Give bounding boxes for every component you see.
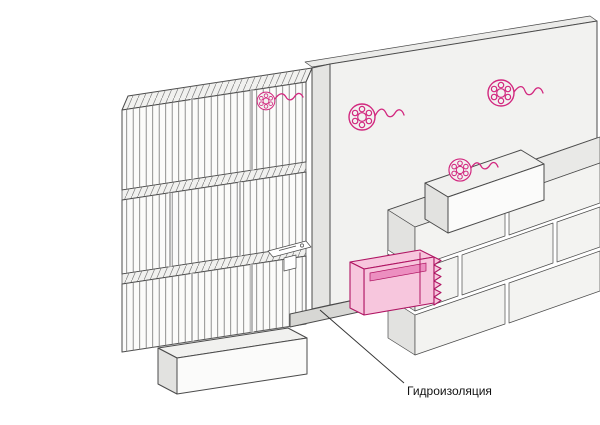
- waterproofing-label: Гидроизоляция: [407, 384, 492, 398]
- profile-slot: [369, 262, 427, 282]
- profile-left-end: [349, 261, 365, 316]
- stack-anchor: [256, 91, 304, 111]
- anchor-rosette-icon: [256, 91, 276, 111]
- anchor-rosette-icon: [448, 158, 472, 182]
- wall-block: [508, 250, 600, 324]
- bracket-screw: [300, 243, 304, 248]
- hollow-block-stack: [121, 67, 313, 353]
- anchor-rosette-icon: [487, 79, 515, 107]
- anchor-wire: [374, 108, 405, 118]
- anchor-wire: [274, 92, 304, 101]
- block-joints: [168, 90, 254, 342]
- loose-block: [424, 149, 545, 234]
- wall-block: [508, 162, 600, 236]
- loose-block-end: [424, 182, 449, 234]
- foundation-block: [157, 327, 308, 395]
- anchor-wire: [513, 85, 544, 96]
- profile-serration: [433, 256, 442, 306]
- bracket-angle: [283, 254, 297, 272]
- anchor-rosette-icon: [348, 103, 376, 131]
- wall-block: [414, 283, 506, 356]
- insulation-anchors: [348, 79, 544, 182]
- leader-line: [319, 309, 405, 384]
- wall-tie-bracket: [267, 240, 312, 272]
- anchor-wire: [470, 161, 499, 170]
- foundation-block-end: [157, 347, 178, 395]
- wall-block: [461, 222, 554, 296]
- wall-block: [556, 206, 600, 263]
- panel-edge: [311, 63, 331, 310]
- base-profile: [349, 249, 442, 316]
